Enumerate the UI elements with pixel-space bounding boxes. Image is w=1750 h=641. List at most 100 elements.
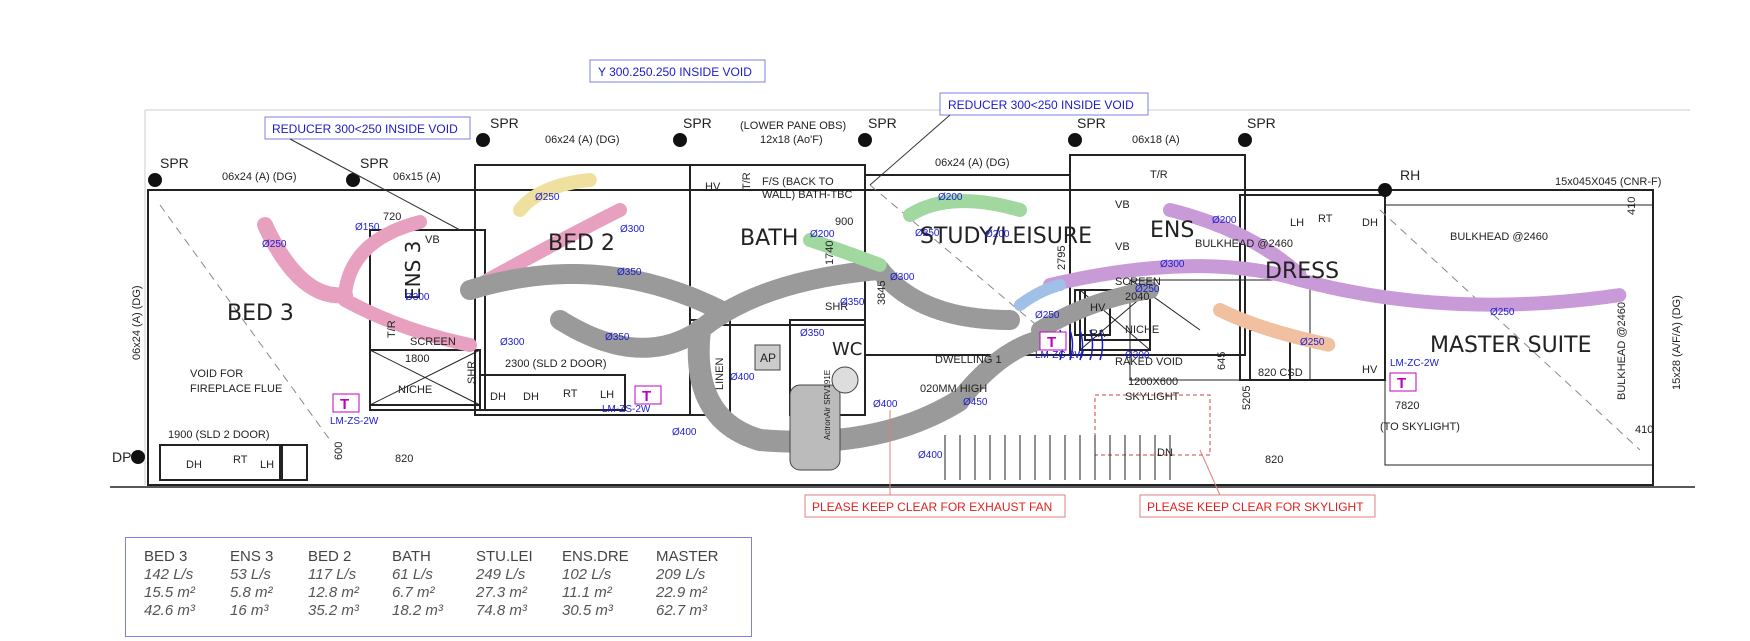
callout-keep-clear-skylight-text: PLEASE KEEP CLEAR FOR SKYLIGHT [1147,500,1364,514]
spr-label: SPR [490,115,519,131]
niche-label: NICHE [1125,324,1159,336]
lh-label: LH [260,459,274,471]
dim-2795: 2795 [1056,246,1068,270]
dim-410: 410 [1626,197,1638,215]
rt-label: RT [563,388,578,400]
duct-size: Ø300 [405,292,430,303]
t-box: T [1039,331,1067,351]
window-label: 06x15 (A) [393,171,441,183]
dwelling-label: DWELLING 1 [935,354,1002,366]
dim-820: 820 [395,453,413,465]
room-bed2: BED 2 [548,231,615,256]
door-label: 2300 (SLD 2 DOOR) [505,358,606,370]
shr-label: SHR [466,361,478,384]
dh-label: DH [1362,217,1378,229]
duct-size: Ø350 [800,328,825,339]
summary-volume: 30.5 m³ [562,602,613,619]
to-skylight-label: (TO SKYLIGHT) [1380,421,1460,433]
tr-label: T/R [1150,169,1168,181]
high-label: 020MM HIGH [920,383,987,395]
callout-keep-clear-fan-text: PLEASE KEEP CLEAR FOR EXHAUST FAN [812,500,1052,514]
duct-size: Ø250 [535,192,560,203]
summary-volume: 74.8 m³ [476,602,527,619]
spr-point [346,173,360,187]
summary-area: 27.3 m² [476,584,527,601]
summary-area: 22.9 m² [656,584,707,601]
summary-column: ENS.DRE 102 L/s 11.1 m² 30.5 m³ [562,548,629,620]
spr-label: SPR [1247,115,1276,131]
spr-point [476,133,490,147]
screen-label: SCREEN [1115,276,1161,288]
zone-label: LM-ZC-2W [1390,358,1439,369]
duct-size: Ø300 [1125,350,1150,361]
window-label: 06x24 (A) (DG) [222,171,297,183]
spr-markers [131,133,1392,464]
callout-reducer-left: REDUCER 300<250 INSIDE VOID [264,116,471,231]
room-dress: DRESS [1265,259,1339,284]
duct-size: Ø250 [1135,284,1160,295]
duct-size: Ø400 [672,427,697,438]
niche-label: NICHE [398,384,432,396]
linen-label: LINEN [714,358,726,390]
rh-label: RH [1400,167,1420,183]
duct-size: Ø350 [617,267,642,278]
summary-area: 6.7 m² [392,584,435,601]
callout-reducer-left-text: REDUCER 300<250 INSIDE VOID [272,122,458,136]
lower-pane-label: (LOWER PANE OBS) [740,120,846,132]
window-label: 15x045X045 (CNR-F) [1555,176,1661,188]
duct-size: Ø200 [1212,215,1237,226]
window-label: 15x28 (A/F/A) (DG) [1671,295,1683,390]
t-label: T [1047,334,1056,351]
summary-flow: 53 L/s [230,566,271,583]
spr-point [1068,133,1082,147]
fs-back-line2: WALL) BATH-TBC [762,189,853,201]
duct-size: Ø250 [1035,310,1060,321]
dh-label: DH [490,391,506,403]
ac-unit: ActronAir SRV191E AP [754,344,859,471]
spr-point [673,133,687,147]
duct-size: Ø250 [262,239,287,250]
room-wc: WC [832,339,862,360]
door-label: 1900 (SLD 2 DOOR) [168,429,269,441]
room-ens: ENS [1150,218,1194,243]
shr-label: SHR [825,301,848,313]
tr-label: T/R [741,172,753,190]
duct-size: Ø350 [840,297,865,308]
dim-410: 410 [1635,424,1653,436]
summary-column: BED 2 117 L/s 12.8 m² 35.2 m³ [308,548,359,620]
dh-label: DH [186,459,202,471]
hv-label: HV [1362,364,1378,376]
spr-label: SPR [868,115,897,131]
summary-area: 15.5 m² [144,584,195,601]
summary-column: MASTER 209 L/s 22.9 m² 62.7 m³ [656,548,719,620]
dp-label: DP [112,449,131,465]
rt-label: RT [233,454,248,466]
ra-label: RA [1090,328,1106,340]
summary-flow: 117 L/s [308,566,357,583]
zone-label: LM-ZC-2W [1035,350,1084,361]
duct-size: Ø300 [620,224,645,235]
room-study: STUDY/LEISURE [920,224,1092,249]
spr-label: SPR [160,155,189,171]
bulkhead-label: BULKHEAD @2460 [1450,231,1548,243]
dim-600: 600 [333,442,345,460]
screen-label: SCREEN [410,336,456,348]
summary-volume: 42.6 m³ [144,602,195,619]
callout-keep-clear-fan: PLEASE KEEP CLEAR FOR EXHAUST FAN [804,410,1066,518]
void-flue-line1: VOID FOR [190,368,243,380]
spr-point [1238,133,1252,147]
duct-size: Ø400 [918,450,943,461]
dh-label: DH [523,391,539,403]
callout-y-void-text: Y 300.250.250 INSIDE VOID [598,65,752,79]
spr-point [148,173,162,187]
dim-5205: 5205 [1241,386,1253,410]
raked-void-label: RAKED VOID [1115,356,1183,368]
lh-label: LH [1290,217,1304,229]
room-summary-table: BED 3 142 L/s 15.5 m² 42.6 m³ ENS 3 53 L… [125,537,752,637]
csd-label: 820 CSD [1258,367,1303,379]
summary-flow: 209 L/s [656,566,706,583]
dn-label: DN [1157,447,1173,459]
duct-size: Ø150 [355,222,380,233]
duct-size: Ø250 [1490,307,1515,318]
